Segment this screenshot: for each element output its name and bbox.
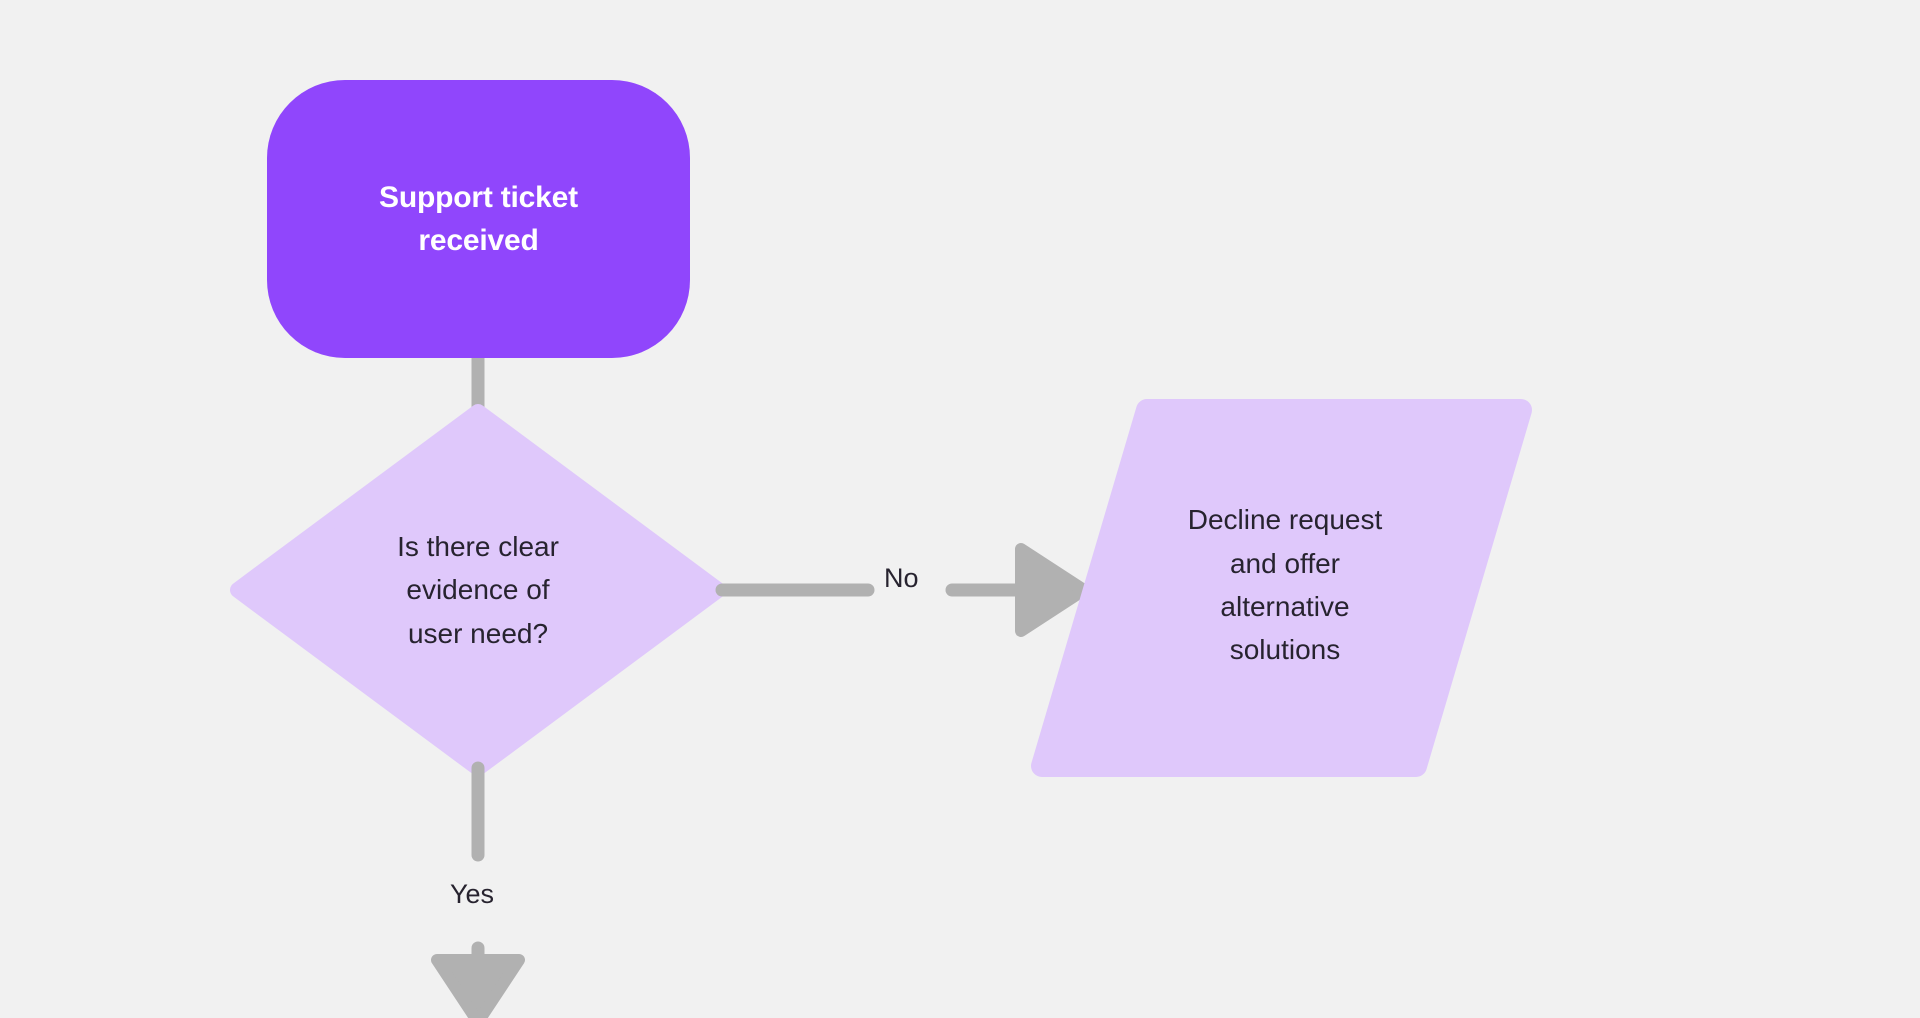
node-start-shape[interactable] [267,80,690,358]
edge-arrowhead-yes [431,954,525,1018]
node-decline-shape[interactable] [1031,399,1532,777]
edge-decision-yes [431,761,525,1018]
edge-label-yes: Yes [450,879,495,909]
edge-arrowhead-no [1015,543,1090,637]
edge-decision-to-decline [715,543,1090,637]
edge-label-no: No [884,563,919,593]
node-decision-shape[interactable] [230,404,726,776]
